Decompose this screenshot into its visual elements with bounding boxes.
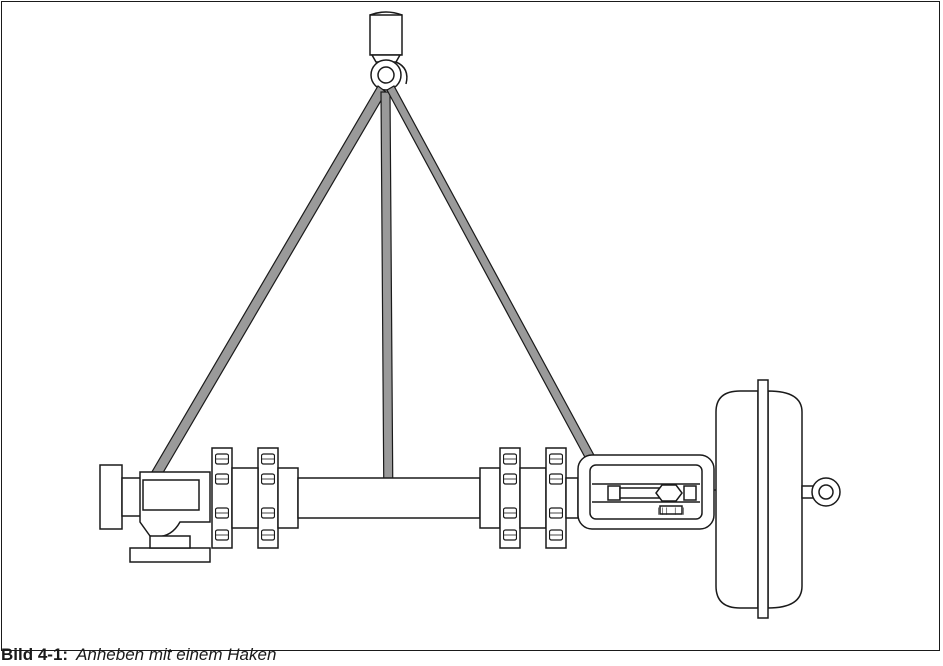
valve-assembly: ||| | | [99, 379, 841, 619]
nameplate-label: ||| | | [656, 507, 686, 515]
figure-caption-text: Anheben mit einem Haken [76, 645, 277, 664]
sling-right [386, 85, 603, 475]
left-end-flange [99, 464, 123, 530]
figure-caption: Bild 4-1: Anheben mit einem Haken [1, 645, 276, 665]
bottom-flange [129, 547, 211, 563]
diaphragm-actuator [715, 390, 759, 609]
lifting-slings [138, 85, 603, 518]
crane-hook [369, 11, 408, 91]
figure-label: Bild 4-1: [1, 645, 69, 664]
figure-frame [1, 1, 940, 651]
sling-left [138, 85, 387, 501]
pipe-section [297, 477, 481, 519]
sling-center [380, 91, 394, 518]
